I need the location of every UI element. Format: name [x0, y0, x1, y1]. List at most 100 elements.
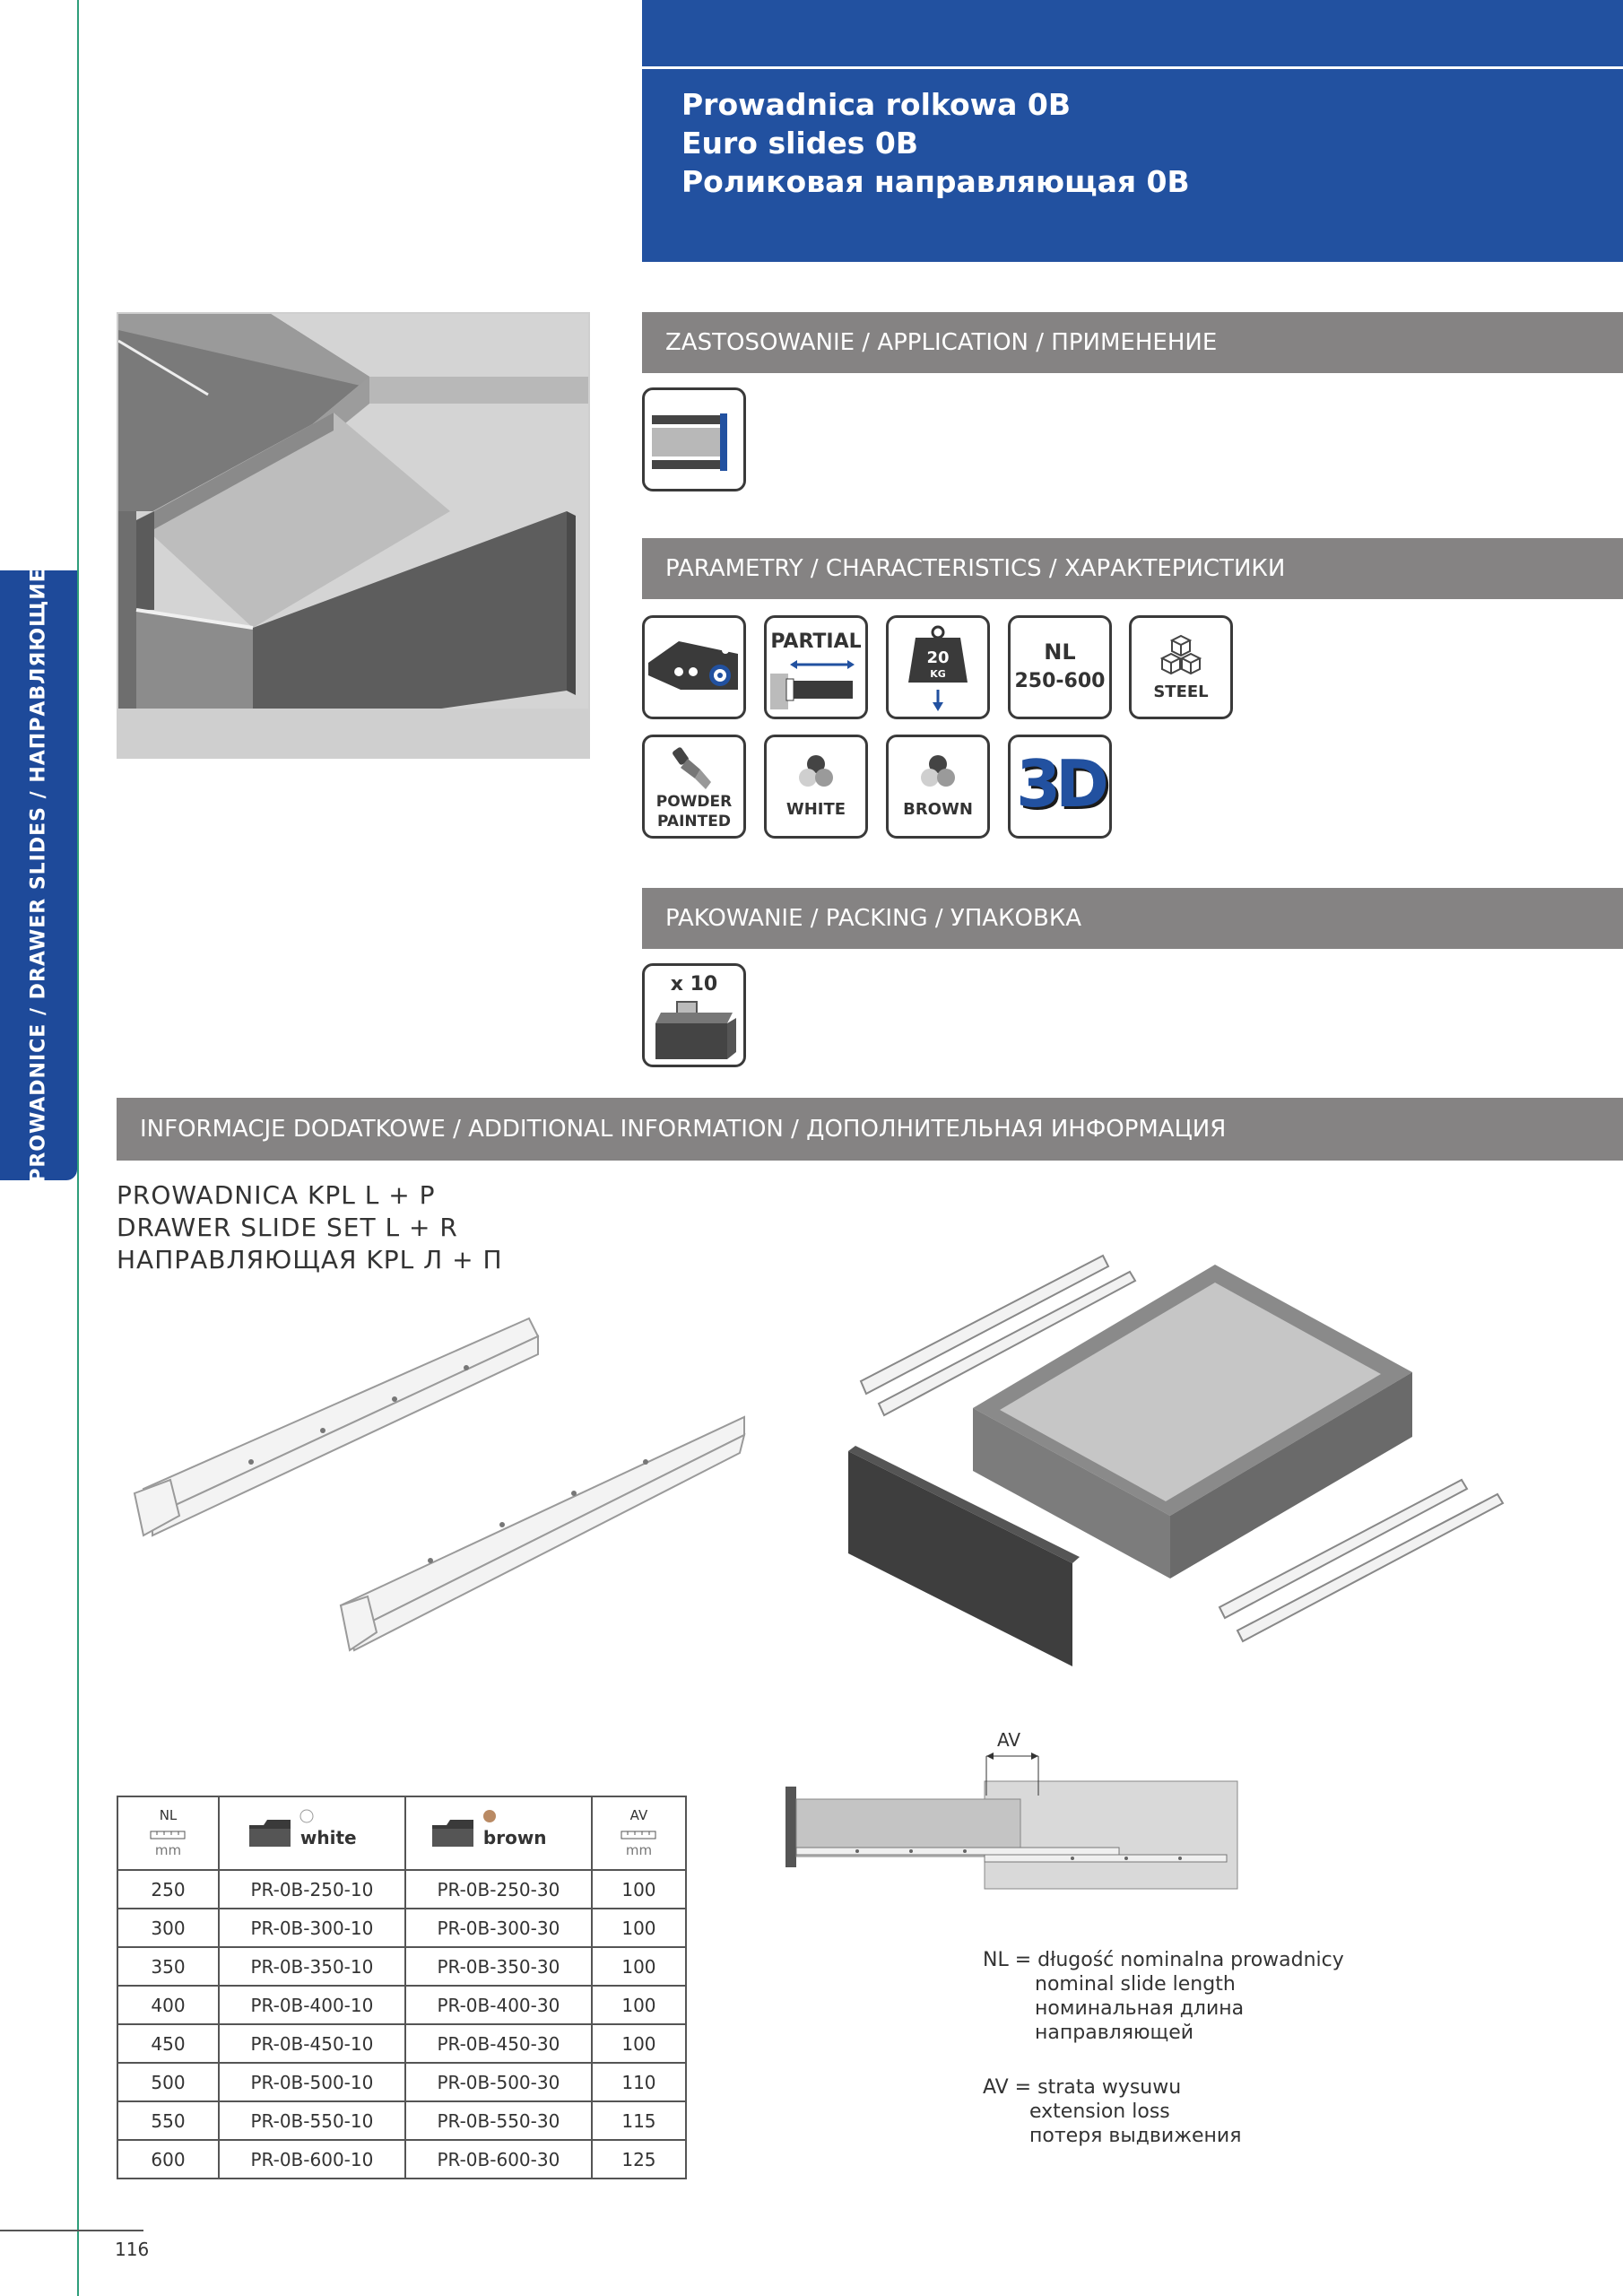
section-bar-additional: INFORMACJE DODATKOWE / ADDITIONAL INFORM…	[117, 1098, 1623, 1161]
av-diagram-drawing	[785, 1752, 1238, 1890]
packing-tile: x 10	[642, 963, 746, 1067]
nl-range: 250-600	[1014, 670, 1106, 692]
header-divider	[642, 66, 1623, 69]
cell-nl: 250	[117, 1869, 220, 1909]
legend-av-line2: extension loss	[1029, 2100, 1170, 2123]
cell-av: 100	[590, 1908, 688, 1948]
header-brown: brown	[404, 1796, 593, 1871]
partial-extension-icon	[770, 660, 855, 709]
brown-header-label: brown	[482, 1826, 547, 1848]
cell-av: 115	[590, 2100, 688, 2141]
application-tile	[642, 387, 746, 491]
cell-brown-code: PR-0B-350-30	[404, 1946, 593, 1987]
left-edge-line	[77, 0, 79, 2296]
cell-nl: 550	[117, 2100, 220, 2141]
header-title-block: Prowadnica rolkowa 0B Euro slides 0B Рол…	[642, 69, 1623, 262]
header-top-band	[642, 0, 1623, 66]
cell-brown-code: PR-0B-300-30	[404, 1908, 593, 1948]
av-diagram: AV	[785, 1729, 1243, 1900]
legend-nl-line1: NL = długość nominalna prowadnicy	[983, 1949, 1344, 1971]
legend-av-line3: потеря выдвижения	[1029, 2125, 1242, 2147]
brown-label: BROWN	[903, 800, 973, 819]
load-capacity-tile: 20 KG	[886, 615, 990, 719]
legend-nl-line2: nominal slide length	[1035, 1973, 1236, 1996]
footer-line	[0, 2230, 143, 2231]
cell-white-code: PR-0B-400-10	[217, 1985, 406, 2025]
white-swatch-icon	[299, 1809, 314, 1822]
cell-nl: 600	[117, 2139, 220, 2179]
white-header-label: white	[299, 1826, 357, 1848]
title-polish: Prowadnica rolkowa 0B	[681, 87, 1071, 122]
folder-icon	[249, 1820, 291, 1847]
section-bar-characteristics: PARAMETRY / CHARACTERISTICS / ХАРАКТЕРИС…	[642, 538, 1623, 599]
cell-av: 100	[590, 2023, 688, 2064]
material-tile: STEEL	[1129, 615, 1233, 719]
drawer-slide-application-icon	[652, 413, 727, 471]
color-white-tile: WHITE	[764, 735, 868, 839]
brown-swatch-icon	[482, 1809, 496, 1822]
pack-quantity: x 10	[670, 973, 718, 996]
section-bar-application: ZASTOSOWANIE / APPLICATION / ПРИМЕНЕНИЕ	[642, 312, 1623, 373]
folder-icon	[432, 1820, 474, 1847]
nl-label: NL	[1044, 639, 1076, 665]
cell-white-code: PR-0B-350-10	[217, 1946, 406, 1987]
model-3d-label: 3D	[1016, 746, 1109, 822]
av-header-label: AV	[629, 1807, 648, 1823]
av-diagram-label: AV	[997, 1729, 1021, 1751]
side-tab-label: PROWADNICE / DRAWER SLIDES / НАПРАВЛЯЮЩИ…	[27, 568, 50, 1183]
side-tab: PROWADNICE / DRAWER SLIDES / НАПРАВЛЯЮЩИ…	[0, 568, 77, 1183]
kit-title-polish: PROWADNICA KPL L + P	[117, 1180, 436, 1210]
kit-title-russian: НАПРАВЛЯЮЩАЯ KPL Л + П	[117, 1245, 503, 1274]
finish-tile: POWDER PAINTED	[642, 735, 746, 839]
ruler-icon	[621, 1831, 656, 1839]
cell-nl: 300	[117, 1908, 220, 1948]
cell-brown-code: PR-0B-250-30	[404, 1869, 593, 1909]
cell-brown-code: PR-0B-500-30	[404, 2062, 593, 2102]
model-3d-tile: 3D	[1008, 735, 1112, 839]
partial-tile: PARTIAL	[764, 615, 868, 719]
carton-box-icon	[655, 1001, 736, 1059]
color-brown-icon	[921, 755, 955, 787]
legend-av: AV = strata wysuwu extension loss потеря…	[983, 2075, 1241, 2148]
hero-drawer-image	[117, 312, 590, 759]
table-header-row: NL mm white brown AV mm	[117, 1796, 688, 1871]
cell-white-code: PR-0B-600-10	[217, 2139, 406, 2179]
nl-header-label: NL	[159, 1807, 178, 1823]
paint-brush-icon	[673, 747, 711, 789]
white-label: WHITE	[785, 800, 846, 819]
legend-nl-line4: направляющей	[1035, 2022, 1194, 2044]
nl-unit: mm	[154, 1842, 182, 1858]
cell-av: 100	[590, 1946, 688, 1987]
section-bar-packing: PAKOWANIE / PACKING / УПАКОВКА	[642, 888, 1623, 949]
nominal-length-tile: NL 250-600	[1008, 615, 1112, 719]
exploded-drawer-image	[848, 1254, 1505, 1666]
page-number: 116	[115, 2239, 150, 2260]
cell-white-code: PR-0B-250-10	[217, 1869, 406, 1909]
powder-label-line1: POWDER	[655, 793, 733, 811]
cell-av: 125	[590, 2139, 688, 2179]
header-white: white	[217, 1796, 406, 1871]
title-english: Euro slides 0B	[681, 126, 918, 161]
steel-cubes-icon	[1159, 634, 1202, 675]
cell-brown-code: PR-0B-550-30	[404, 2100, 593, 2141]
cell-av: 110	[590, 2062, 688, 2102]
cell-white-code: PR-0B-500-10	[217, 2062, 406, 2102]
kit-title-english: DRAWER SLIDE SET L + R	[117, 1213, 458, 1242]
partial-label: PARTIAL	[770, 631, 862, 653]
cell-brown-code: PR-0B-400-30	[404, 1985, 593, 2025]
cell-white-code: PR-0B-450-10	[217, 2023, 406, 2064]
cell-white-code: PR-0B-550-10	[217, 2100, 406, 2141]
load-unit: KG	[930, 668, 946, 680]
title-russian: Роликовая направляющая 0B	[681, 164, 1190, 199]
steel-label: STEEL	[1153, 683, 1209, 701]
av-unit: mm	[625, 1842, 653, 1858]
